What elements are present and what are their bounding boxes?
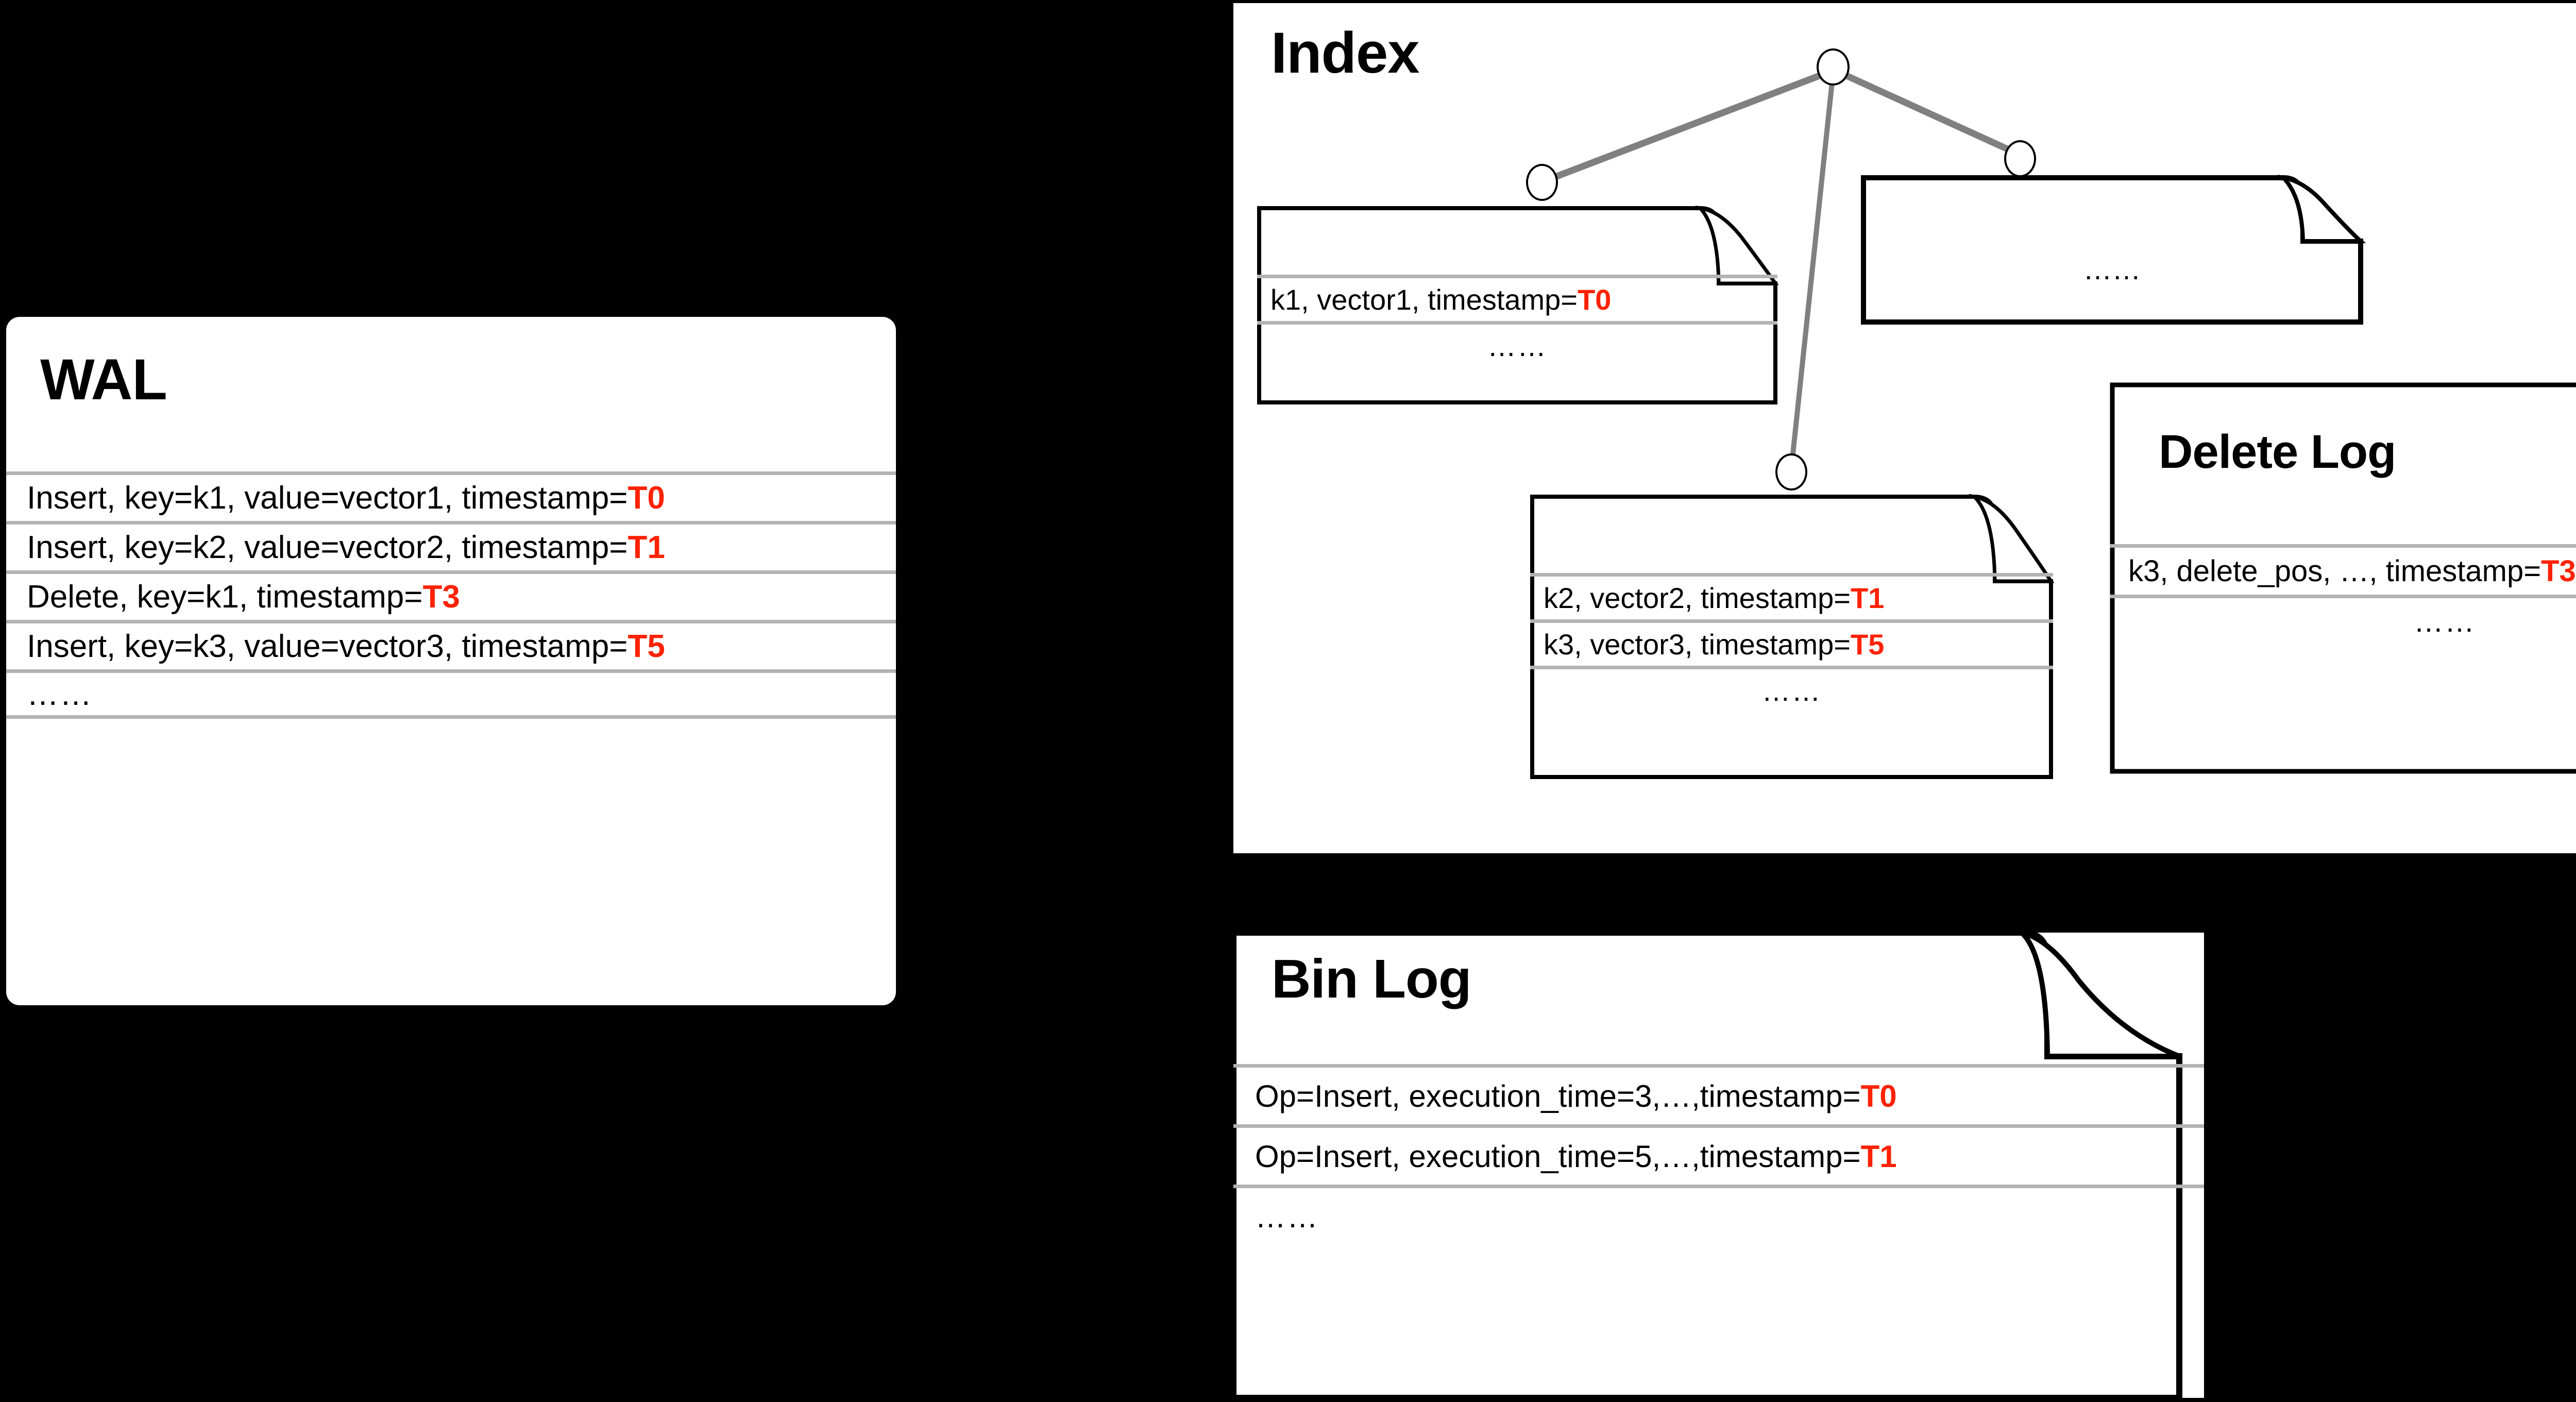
index-leaf-entry-row: k1, vector1, timestamp=T0 [1257,275,1777,321]
wal-entry-list: Insert, key=k1, value=vector1, timestamp… [6,471,896,719]
index-leaf-k1-entry-list: k1, vector1, timestamp=T0 …… [1257,275,1777,367]
index-leaf-entry-text: k2, vector2, timestamp= [1544,582,1851,614]
index-leaf-entry-ellipsis: …… [1487,330,1547,362]
bin-log-entry-timestamp: T1 [1860,1139,1897,1174]
index-leaf-entry-timestamp: T0 [1578,283,1612,316]
index-leaf-entry-text: k1, vector1, timestamp= [1270,283,1578,316]
wal-entry-row: …… [6,669,896,719]
index-leaf-entry-row: …… [1530,666,2053,712]
wal-entry-row: Delete, key=k1, timestamp=T3 [6,570,896,620]
index-leaf-k2-k3: k2, vector2, timestamp=T1 k3, vector3, t… [1530,494,2055,779]
delete-log-title: Delete Log [2159,426,2396,478]
index-leaf-entry-row: …… [1257,321,1777,367]
bin-log-entry-text: Op=Insert, execution_time=5,…,timestamp= [1255,1139,1861,1174]
wal-entry-row: Insert, key=k1, value=vector1, timestamp… [6,471,896,521]
index-leaf-entry-text: k3, vector3, timestamp= [1544,628,1851,661]
delete-log-entry-row: …… [2110,595,2576,645]
delete-log-entry-list: k3, delete_pos, …, timestamp=T3 …… [2110,544,2576,645]
bin-log-panel: Op=Insert, execution_time=3,…,timestamp=… [1230,927,2204,1401]
bin-log-title: Bin Log [1272,949,1471,1009]
bin-log-entry-row: Op=Insert, execution_time=3,…,timestamp=… [1233,1064,2204,1124]
tree-leaf-node-left [1526,164,1558,201]
index-title: Index [1271,21,1420,85]
delete-log-entry-row: k3, delete_pos, …, timestamp=T3 [2110,544,2576,595]
index-leaf-entry-timestamp: T5 [1851,628,1885,661]
wal-entry-text: Insert, key=k3, value=vector3, timestamp… [27,629,628,664]
wal-entry-text: Insert, key=k1, value=vector1, timestamp… [27,480,628,516]
bin-log-entry-text: Op=Insert, execution_time=3,…,timestamp= [1255,1078,1861,1113]
wal-entry-ellipsis: …… [27,676,93,712]
bin-log-entry-list: Op=Insert, execution_time=3,…,timestamp=… [1233,1064,2204,1245]
tree-root-node [1817,48,1850,86]
index-leaf-entry-row: k2, vector2, timestamp=T1 [1530,573,2053,619]
delete-log-entry-ellipsis: …… [2414,605,2476,638]
wal-entry-text: Delete, key=k1, timestamp= [27,579,423,615]
tree-leaf-node-right [2004,140,2036,177]
wal-entry-timestamp: T5 [628,629,665,664]
wal-entry-row: Insert, key=k3, value=vector3, timestamp… [6,620,896,669]
delete-log-panel: k3, delete_pos, …, timestamp=T3 …… [2110,382,2576,774]
index-leaf-k2-k3-entry-list: k2, vector2, timestamp=T1 k3, vector3, t… [1530,573,2053,712]
wal-entry-timestamp: T3 [422,579,460,615]
bin-log-entry-ellipsis: …… [1255,1199,1319,1234]
wal-panel [6,317,896,1005]
index-leaf-placeholder-ellipsis: …… [2083,253,2141,285]
index-leaf-entry-timestamp: T1 [1851,582,1885,614]
index-leaf-entry-row: k3, vector3, timestamp=T5 [1530,619,2053,666]
bin-log-entry-timestamp: T0 [1860,1078,1897,1113]
index-leaf-k1: k1, vector1, timestamp=T0 …… [1257,206,1779,404]
delete-log-entry-text: k3, delete_pos, …, timestamp= [2128,554,2541,588]
bin-log-entry-row: …… [1233,1185,2204,1245]
tree-leaf-node-middle [1775,453,1807,491]
wal-entry-timestamp: T0 [628,480,665,516]
index-leaf-entry-ellipsis: …… [1761,674,1822,707]
index-leaf-placeholder: …… [1861,175,2366,325]
wal-entry-row: Insert, key=k2, value=vector2, timestamp… [6,521,896,570]
delete-log-entry-timestamp: T3 [2541,554,2576,588]
wal-entry-text: Insert, key=k2, value=vector2, timestamp… [27,530,628,565]
wal-entry-timestamp: T1 [628,530,665,565]
bin-log-entry-row: Op=Insert, execution_time=5,…,timestamp=… [1233,1124,2204,1185]
wal-title: WAL [40,347,167,412]
